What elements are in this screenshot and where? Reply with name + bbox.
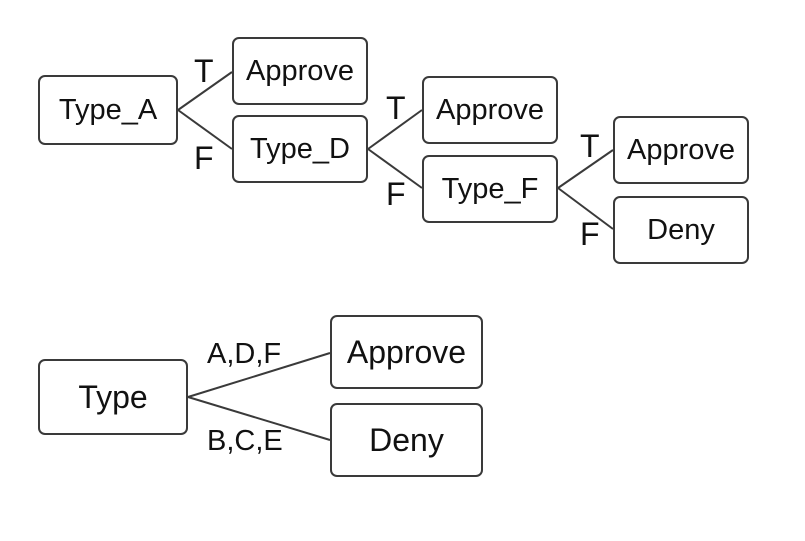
node-approve-2: Approve bbox=[422, 76, 558, 144]
edge-label-a-true: T bbox=[194, 53, 214, 89]
edge-type-d-to-type-f bbox=[367, 148, 423, 189]
edge-label-d-false: F bbox=[386, 176, 406, 212]
node-type-f: Type_F bbox=[422, 155, 558, 223]
node-deny-1: Deny bbox=[613, 196, 749, 264]
edge-type-to-approve bbox=[187, 352, 331, 398]
edge-label-f-false: F bbox=[580, 216, 600, 252]
node-deny-grouped: Deny bbox=[330, 403, 483, 477]
edge-type-f-to-deny bbox=[557, 187, 614, 230]
node-type-d: Type_D bbox=[232, 115, 368, 183]
node-type-a: Type_A bbox=[38, 75, 178, 145]
edge-label-d-true: T bbox=[386, 90, 406, 126]
edge-type-d-to-approve bbox=[367, 109, 423, 150]
node-approve-grouped: Approve bbox=[330, 315, 483, 389]
node-approve-1: Approve bbox=[232, 37, 368, 105]
edge-type-f-to-approve bbox=[557, 149, 614, 189]
edge-type-a-to-type-d bbox=[177, 109, 233, 150]
edge-label-deny-branch: B,C,E bbox=[207, 425, 283, 457]
node-type: Type bbox=[38, 359, 188, 435]
edge-label-a-false: F bbox=[194, 140, 214, 176]
edge-type-a-to-approve bbox=[177, 71, 233, 111]
edge-type-to-deny bbox=[187, 396, 331, 441]
edge-label-f-true: T bbox=[580, 128, 600, 164]
edge-label-approve-branch: A,D,F bbox=[207, 338, 282, 370]
node-approve-3: Approve bbox=[613, 116, 749, 184]
